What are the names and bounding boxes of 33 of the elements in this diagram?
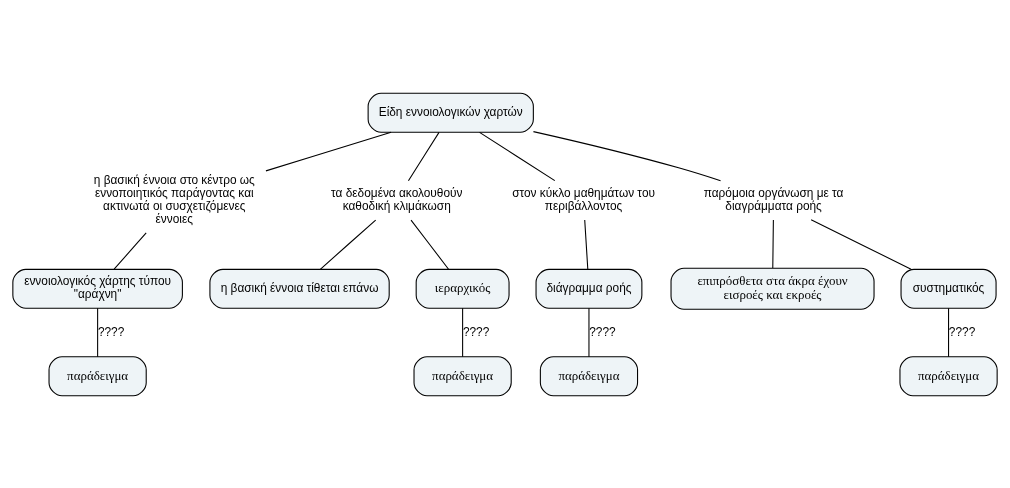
connector: [462, 307, 464, 357]
connector: [319, 219, 377, 270]
node-box: παράδειγμα: [539, 355, 639, 396]
connector: [772, 219, 774, 269]
connector: [97, 307, 99, 357]
edge-label: ????: [589, 324, 616, 339]
node-box: συστηματικός: [900, 268, 997, 309]
node-box: εννοιολογικός χάρτης τύπου "αράχνη": [12, 268, 183, 309]
node-text: η βασική έννοια στο κέντρο ως εννοποιητικός παράγοντας και ακτινωτά οι συσχετιζόμενες έννοιες: [93, 172, 255, 226]
connector: [584, 219, 589, 270]
connector: [479, 131, 556, 181]
connector: [588, 307, 590, 357]
node-box: παράδειγμα: [899, 355, 998, 396]
edge-label: ????: [97, 324, 125, 339]
node-box: παράδειγμα: [413, 355, 512, 396]
node-box: ιεραρχικός: [415, 268, 510, 309]
connector: [265, 131, 392, 171]
connector: [948, 307, 950, 357]
connector: [532, 130, 722, 181]
node-box: επιπρόσθετα στα άκρα έχουν εισροές και εκροές: [670, 267, 875, 310]
node-box: η βασική έννοια τίθεται επάνω: [209, 268, 390, 309]
node-text: στον κύκλο μαθημάτων του περιβάλλοντος: [512, 185, 655, 213]
connector: [810, 218, 912, 270]
edge-label: ????: [948, 324, 976, 339]
connector: [407, 131, 440, 181]
node-text: τα δεδομένα ακολουθούν καθοδική κλιμάκωση: [331, 185, 463, 213]
connector: [113, 231, 147, 270]
connector: [410, 219, 450, 270]
node-text: παρόμοια οργάνωση με τα διαγράμματα ροής: [703, 185, 844, 213]
node-box: παράδειγμα: [48, 355, 147, 396]
node-box: διάγραμμα ροής: [535, 268, 643, 309]
node-box: Είδη εννοιολογικών χαρτών: [367, 92, 534, 133]
edge-label: ????: [462, 324, 490, 339]
